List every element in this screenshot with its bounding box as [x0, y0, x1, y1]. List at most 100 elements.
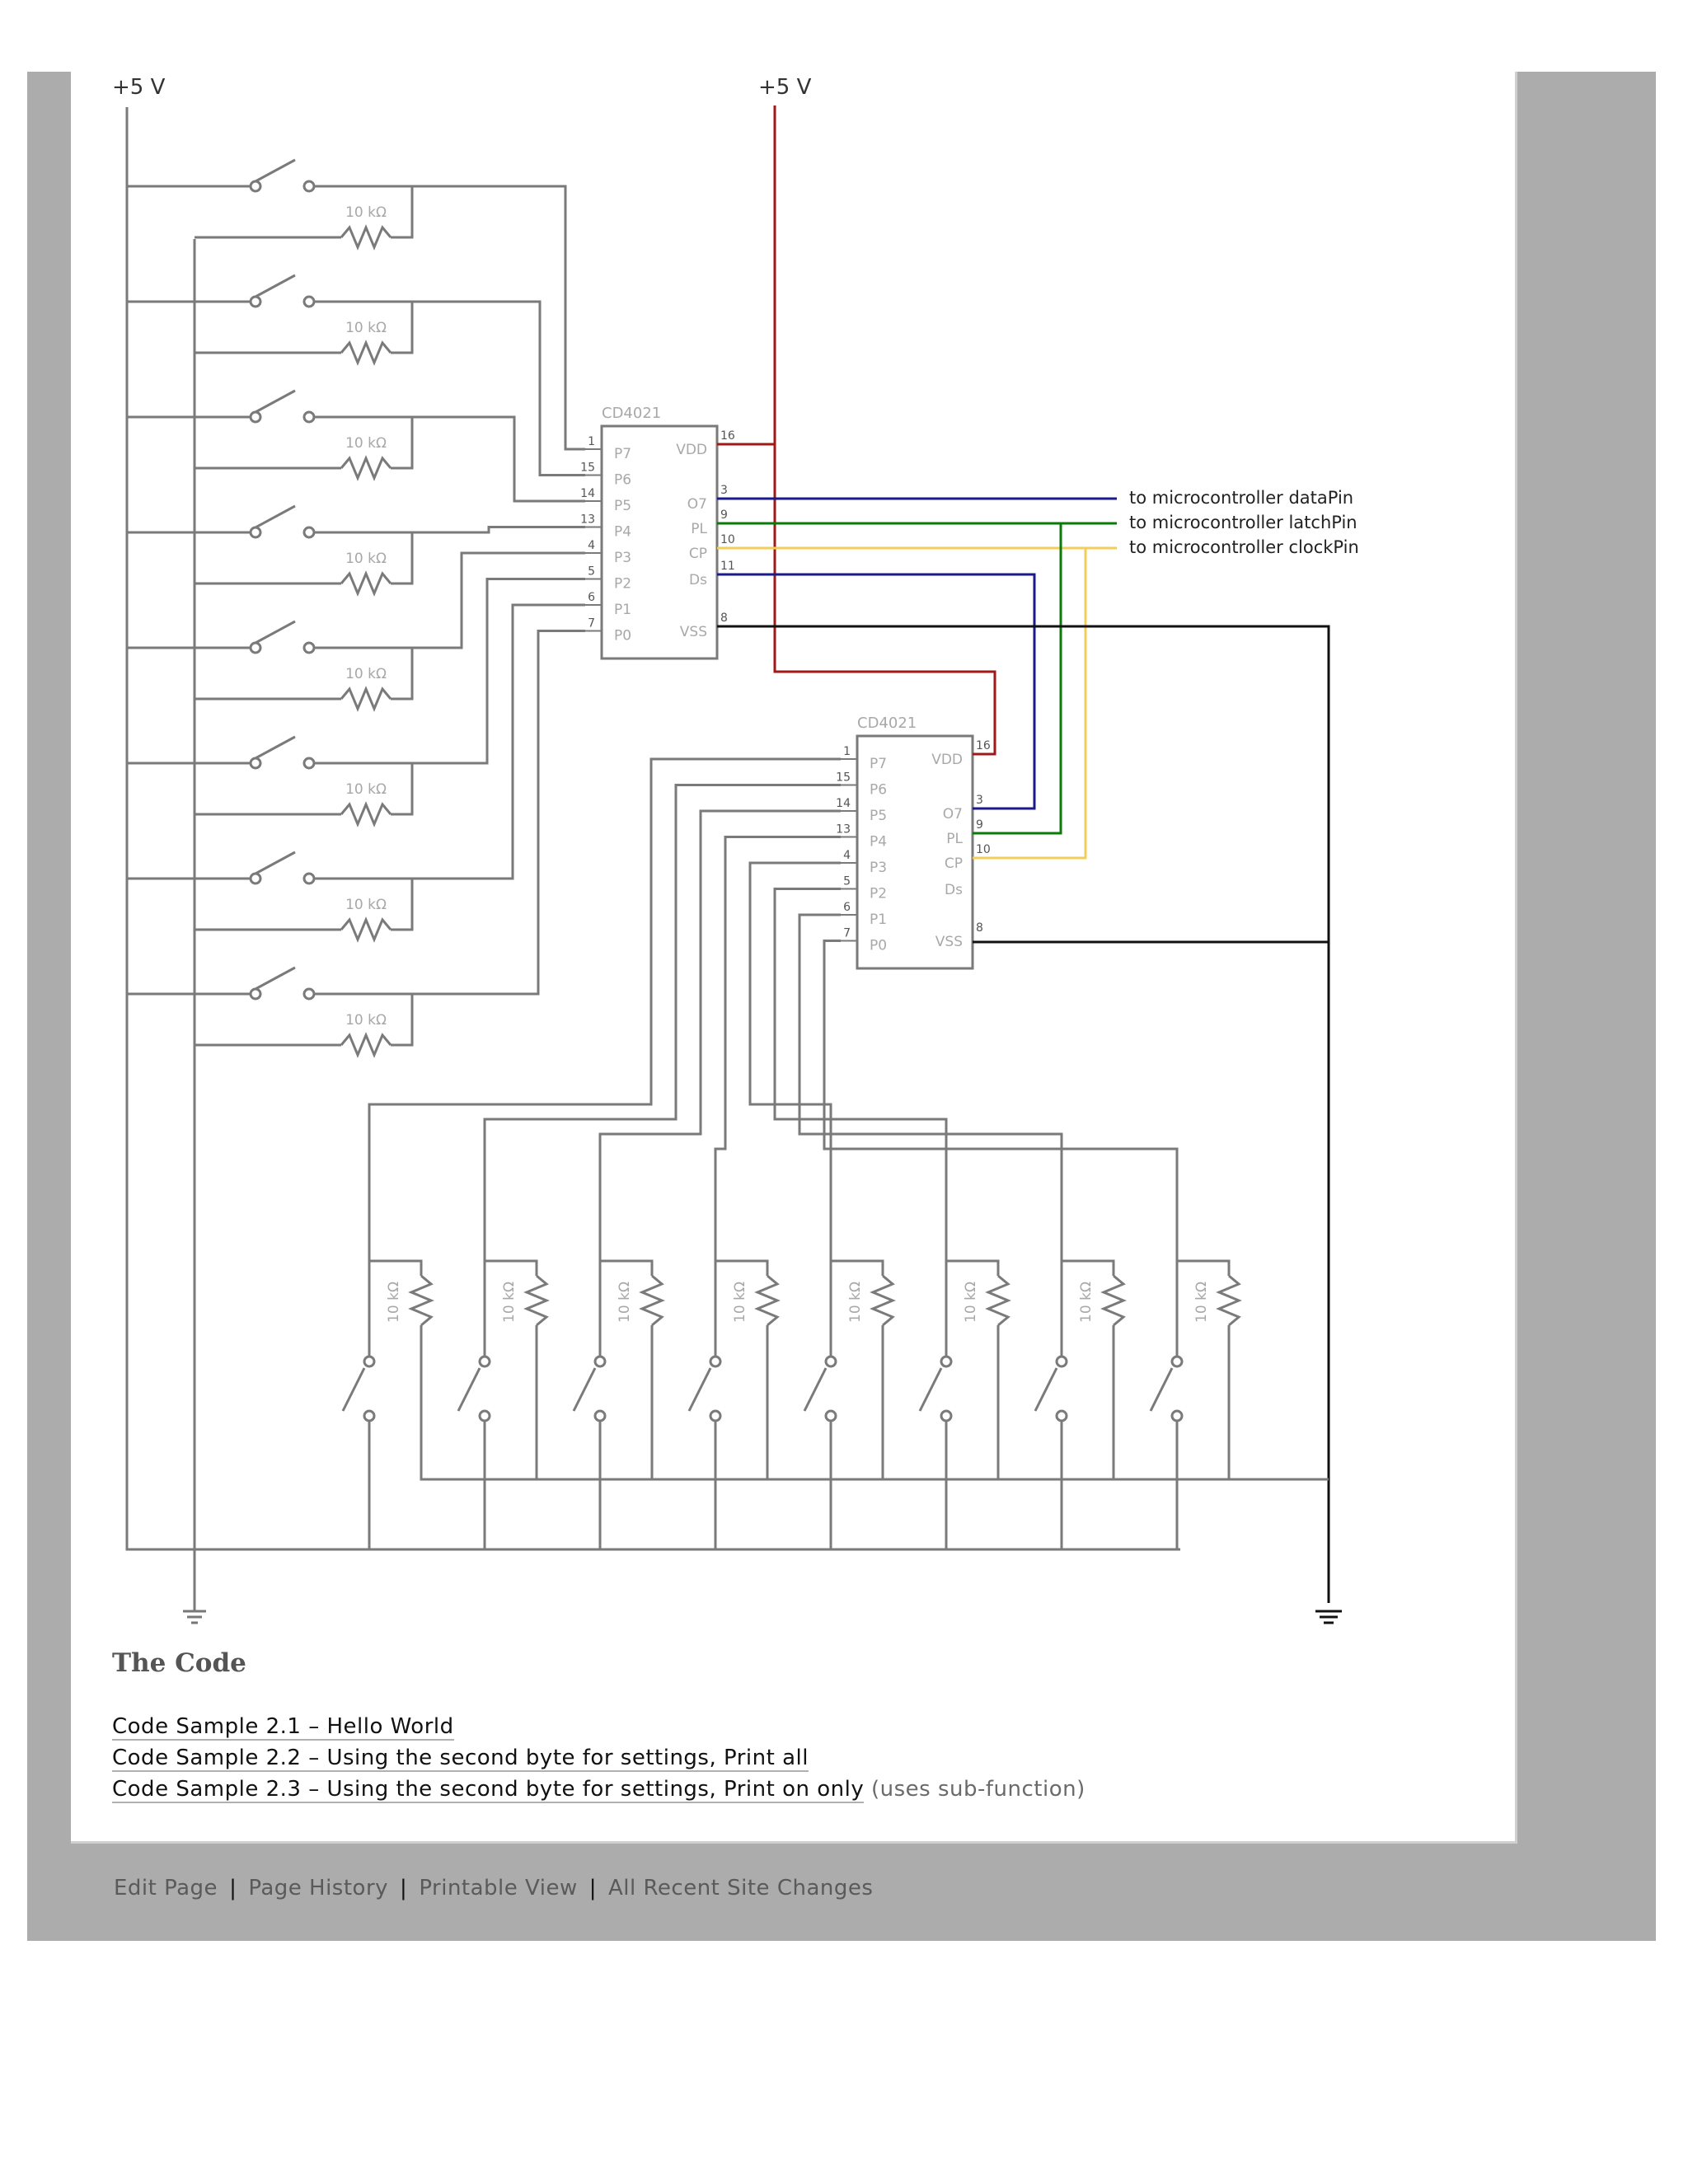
resistor-top-wire [715, 1259, 769, 1276]
resistor [340, 686, 392, 712]
chip-1-pin-name: P3 [614, 550, 631, 566]
chip-2-pin-name: CP [945, 855, 963, 872]
switch-lever [255, 851, 296, 875]
resistor-label: 10 kΩ [1193, 1282, 1210, 1323]
switch-to-chip-2-wire [798, 913, 1063, 1261]
resistor-top-wire [1062, 1259, 1115, 1276]
resistor-label: 10 kΩ [386, 1282, 402, 1323]
chip-2-pin-name: P7 [870, 756, 887, 772]
chip-2-pin-number: 1 [843, 745, 851, 758]
chip-2-pin-number: 7 [843, 927, 851, 940]
chip-1-pin-name: CP [689, 546, 707, 562]
resistor-top-wire [831, 1259, 884, 1276]
switch-pulldown-wire [314, 300, 414, 354]
serial-chain-wire [717, 573, 1036, 810]
switch-lever [918, 1367, 943, 1412]
switch-terminal [824, 1355, 837, 1368]
resistor-label: 10 kΩ [345, 897, 387, 913]
printable-view-link[interactable]: Printable View [419, 1876, 578, 1900]
code-sample-link-1[interactable]: Code Sample 2.1 – Hello World [112, 1714, 454, 1741]
resistor [340, 801, 392, 827]
resistor-ground-wire [1112, 1325, 1329, 1481]
switch-terminal [249, 526, 262, 539]
chip-1-pin-number: 14 [580, 487, 595, 500]
chip-2-pin-number: 8 [976, 921, 983, 935]
switch-lever [1034, 1367, 1058, 1412]
recent-changes-link[interactable]: All Recent Site Changes [608, 1876, 874, 1900]
switch-lever [803, 1367, 828, 1412]
latch-wire-chip-2 [973, 523, 1062, 835]
vdd-power-wire [773, 105, 996, 756]
code-sample-item: Code Sample 2.3 – Using the second byte … [112, 1774, 1085, 1805]
chip-2-pin-number: 14 [836, 797, 851, 810]
switch-to-chip-2-wire [748, 861, 841, 1261]
switch-terminal [1055, 1409, 1068, 1422]
chip-1-pin-name: Ds [689, 572, 707, 588]
resistor-top-wire [600, 1259, 654, 1276]
resistor-label: 10 kΩ [732, 1282, 748, 1323]
chip-1-pin-name: P6 [614, 472, 631, 489]
resistor-label: 10 kΩ [963, 1282, 979, 1323]
chip-2-pin-name: P6 [870, 782, 887, 799]
switch-terminal [363, 1409, 376, 1422]
switch-to-chip-2-wire [714, 836, 841, 1261]
code-sample-note: (uses sub-function) [870, 1777, 1085, 1802]
code-sample-list: Code Sample 2.1 – Hello World Code Sampl… [112, 1711, 1085, 1805]
switch-lever [687, 1367, 712, 1412]
switch-lever [341, 1367, 366, 1412]
chip-1-pin-number: 8 [720, 612, 728, 625]
resistor-top-wire [369, 1259, 423, 1276]
switch-to-chip-wire [412, 603, 585, 880]
supply-label-left: +5 V [112, 75, 166, 100]
switch-to-chip-wire [412, 630, 585, 996]
resistor-ground-wire [766, 1325, 1329, 1481]
footer-separator: | [588, 1876, 598, 1900]
clock-wire-chip-2 [973, 548, 1087, 860]
chip-1-pin-name: O7 [687, 496, 707, 513]
footer-separator: | [400, 1876, 408, 1900]
switch-to-chip-wire [412, 185, 585, 451]
chip-2-pin-name: P5 [870, 808, 887, 824]
switch-to-chip-2-wire [368, 757, 841, 1261]
resistor-label: 10 kΩ [847, 1282, 864, 1323]
switch-pulldown-wire [314, 992, 414, 1047]
chip-1-pin-name: P4 [614, 524, 631, 541]
resistor [340, 224, 392, 251]
resistor-label: 10 kΩ [617, 1282, 633, 1323]
switch-lever [255, 504, 296, 529]
chip-2-pin-name: VDD [931, 752, 963, 768]
resistor-label: 10 kΩ [345, 320, 387, 336]
chip-1-pin-number: 9 [720, 509, 728, 522]
clock-pin-label: to microcontroller clockPin [1129, 537, 1359, 557]
chip-1-pin-number: 13 [580, 513, 595, 527]
chip-2-pin-name: O7 [943, 806, 963, 823]
switch-terminal [249, 987, 262, 1001]
chip-2-pin-number: 13 [836, 823, 851, 837]
resistor [340, 340, 392, 366]
switch-terminal [824, 1409, 837, 1422]
shift-register-chip-2 [856, 734, 974, 970]
resistor-top-wire [946, 1259, 1000, 1276]
chip-2-pin-number: 10 [976, 843, 991, 856]
footer-nav: Edit Page|Page History|Printable View|Al… [114, 1876, 873, 1900]
switch-terminal [1170, 1409, 1184, 1422]
chip-1-pin-name: P2 [614, 576, 631, 593]
switch-terminal [363, 1355, 376, 1368]
resistor-label: 10 kΩ [1078, 1282, 1095, 1323]
code-sample-link-2[interactable]: Code Sample 2.2 – Using the second byte … [112, 1746, 809, 1772]
resistor [870, 1274, 896, 1327]
chip-1-pin-name: VDD [676, 442, 707, 458]
page-history-link[interactable]: Page History [248, 1876, 389, 1900]
chip-2-pin-name: PL [946, 831, 963, 847]
positive-rail-left [125, 107, 1180, 1551]
switch-lever [255, 966, 296, 991]
switch-lever [255, 274, 296, 298]
edit-page-link[interactable]: Edit Page [114, 1876, 218, 1900]
code-sample-link-3[interactable]: Code Sample 2.3 – Using the second byte … [112, 1777, 865, 1803]
switch-terminal [940, 1409, 953, 1422]
vss-ground-wire [717, 625, 1330, 1603]
section-title: The Code [112, 1648, 246, 1678]
resistor-label: 10 kΩ [345, 781, 387, 798]
switch-terminal [593, 1355, 607, 1368]
resistor-ground-wire [996, 1325, 1329, 1481]
